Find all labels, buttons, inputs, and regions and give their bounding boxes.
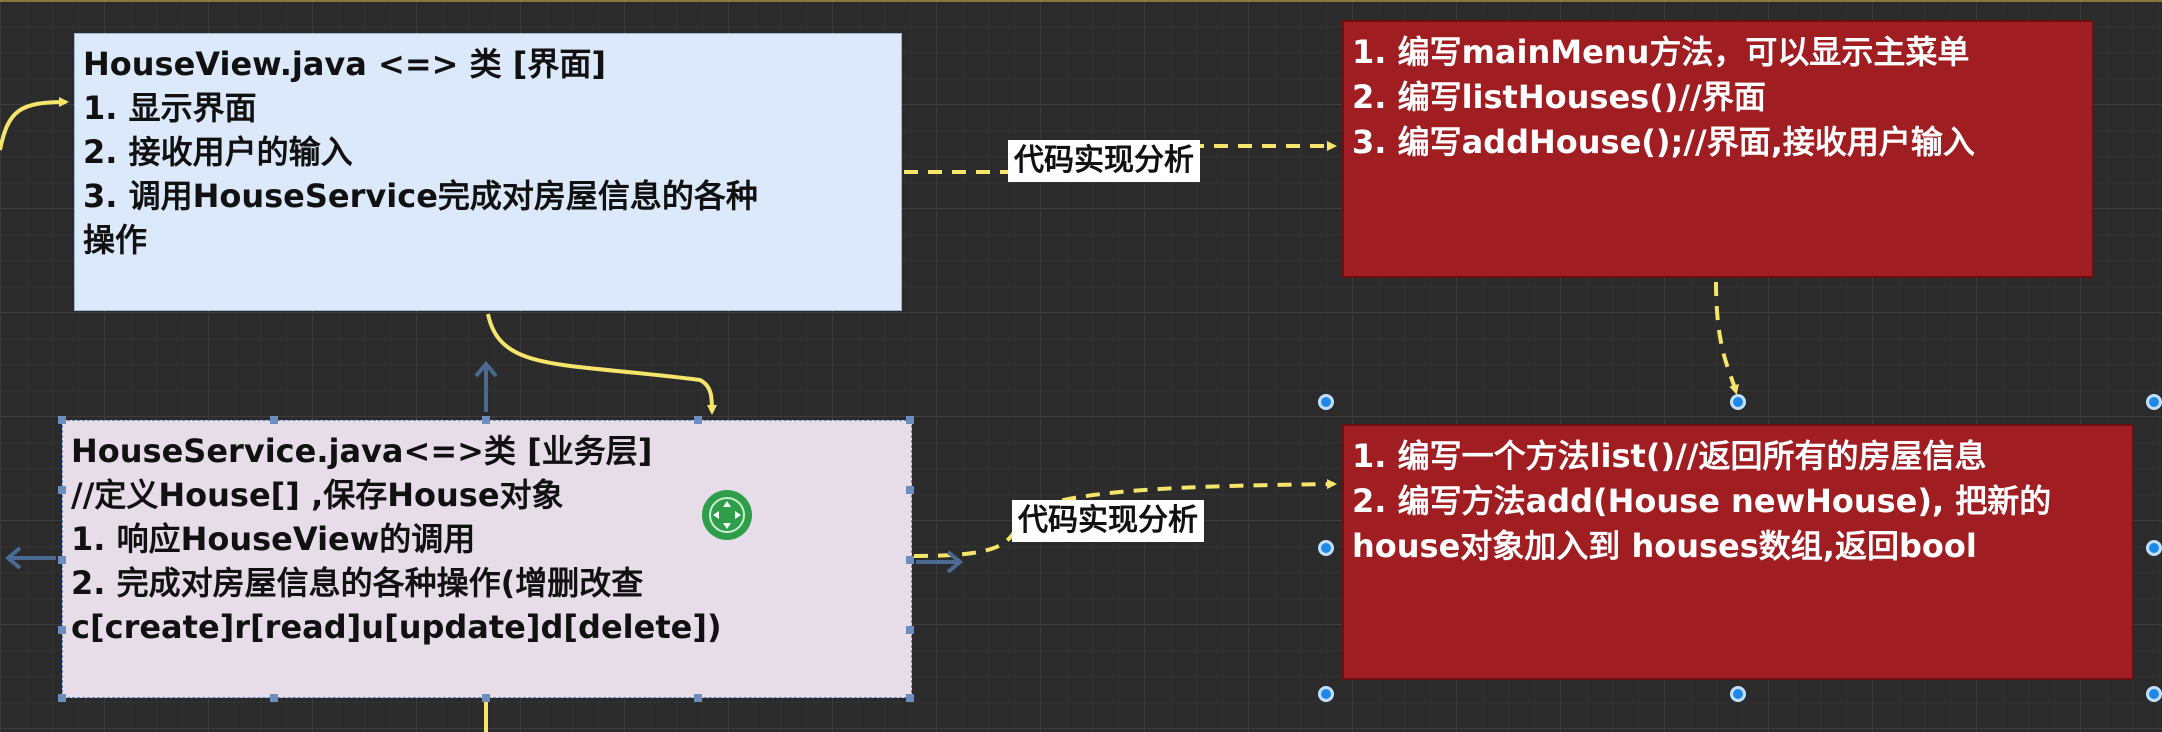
selection-handle[interactable] — [1318, 394, 1334, 410]
selection-handle[interactable] — [1730, 394, 1746, 410]
selection-marker[interactable] — [694, 416, 702, 424]
house-service-item: 2. 完成对房屋信息的各种操作(增删改查 — [71, 564, 644, 602]
edge-label-view[interactable]: 代码实现分析 — [1008, 140, 1200, 182]
house-view-item: 3. 调用HouseService完成对房屋信息的各种 — [83, 177, 758, 215]
service-todo-item: house对象加入到 houses数组,返回bool — [1352, 527, 1977, 565]
view-todo-item: 3. 编写addHouse();//界面,接收用户输入 — [1352, 123, 1975, 161]
view-to-service-arrow — [486, 313, 717, 415]
house-view-item: 2. 接收用户的输入 — [83, 133, 353, 171]
selection-handle[interactable] — [1318, 540, 1334, 556]
selection-marker[interactable] — [58, 694, 66, 702]
selection-marker[interactable] — [58, 486, 66, 494]
todo-to-todo-arrow — [1714, 281, 1739, 395]
selection-marker[interactable] — [58, 626, 66, 634]
view-todo-box[interactable]: 1. 编写mainMenu方法，可以显示主菜单 2. 编写listHouses(… — [1342, 20, 2094, 278]
move-icon[interactable] — [702, 490, 752, 540]
view-todo-item: 1. 编写mainMenu方法，可以显示主菜单 — [1352, 33, 1970, 71]
house-service-item: //定义House[] ,保存House对象 — [71, 476, 564, 514]
selection-marker[interactable] — [906, 416, 914, 424]
selection-marker[interactable] — [906, 486, 914, 494]
service-todo-box[interactable]: 1. 编写一个方法list()//返回所有的房屋信息 2. 编写方法add(Ho… — [1342, 424, 2134, 680]
house-view-title: HouseView.java <=> 类 [界面] — [83, 45, 606, 83]
selection-marker[interactable] — [482, 416, 490, 424]
house-service-item: c[create]r[read]u[update]d[delete]) — [71, 608, 722, 646]
house-service-box[interactable]: HouseService.java<=>类 [业务层] //定义House[] … — [62, 420, 912, 698]
selection-handle[interactable] — [1318, 686, 1334, 702]
selection-marker[interactable] — [482, 694, 490, 702]
house-service-item: 1. 响应HouseView的调用 — [71, 520, 476, 558]
selection-handle[interactable] — [2146, 394, 2162, 410]
resize-arrow-left[interactable] — [4, 546, 56, 570]
selection-marker[interactable] — [58, 556, 66, 564]
house-service-title: HouseService.java<=>类 [业务层] — [71, 432, 653, 470]
service-todo-item: 2. 编写方法add(House newHouse), 把新的 — [1352, 482, 2052, 520]
resize-arrow-up[interactable] — [474, 360, 498, 412]
selection-marker[interactable] — [270, 694, 278, 702]
selection-marker[interactable] — [906, 556, 914, 564]
selection-marker[interactable] — [58, 416, 66, 424]
service-to-todo-arrow — [913, 479, 1337, 558]
house-view-item: 操作 — [83, 221, 148, 259]
selection-handle[interactable] — [2146, 686, 2162, 702]
house-view-item: 1. 显示界面 — [83, 89, 257, 127]
resize-arrow-right[interactable] — [916, 550, 964, 574]
selection-handle[interactable] — [2146, 540, 2162, 556]
selection-marker[interactable] — [270, 416, 278, 424]
service-todo-item: 1. 编写一个方法list()//返回所有的房屋信息 — [1352, 437, 1987, 475]
selection-marker[interactable] — [906, 626, 914, 634]
selection-handle[interactable] — [1730, 686, 1746, 702]
selection-marker[interactable] — [906, 694, 914, 702]
selection-marker[interactable] — [694, 694, 702, 702]
edge-label-service[interactable]: 代码实现分析 — [1012, 500, 1204, 542]
view-todo-item: 2. 编写listHouses()//界面 — [1352, 78, 1766, 116]
house-view-box[interactable]: HouseView.java <=> 类 [界面] 1. 显示界面 2. 接收用… — [74, 33, 902, 311]
loop-arrow — [0, 97, 69, 151]
